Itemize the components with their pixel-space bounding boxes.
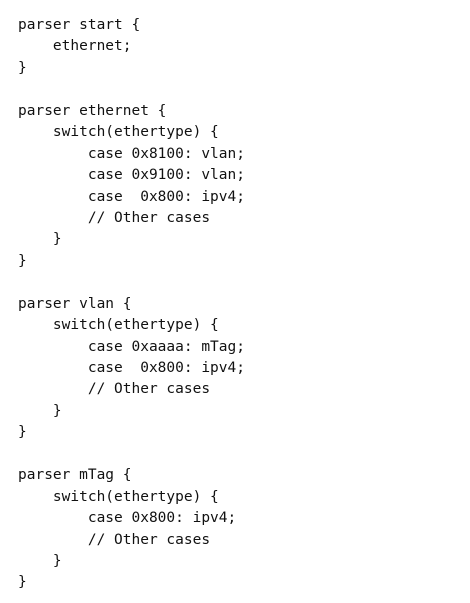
code-line: ethernet; (18, 38, 132, 55)
code-line: case 0x800: ipv4; (18, 360, 245, 376)
code-line: } (18, 252, 27, 269)
code-line: // Other cases (18, 209, 211, 226)
code-line: parser mTag { (18, 467, 132, 484)
code-line (18, 272, 245, 293)
code-line: } (18, 574, 27, 591)
code-line: } (18, 552, 62, 569)
code-line: switch(ethertype) { (18, 317, 219, 334)
code-listing: parser start { ethernet; } parser ethern… (18, 15, 245, 594)
code-line: } (18, 231, 62, 248)
code-line (18, 79, 245, 100)
code-line: case 0x800: ipv4; (18, 510, 237, 527)
code-line (18, 444, 245, 465)
code-line: parser ethernet { (18, 102, 167, 119)
code-line: case 0x8100: vlan; (18, 145, 245, 162)
code-line: } (18, 402, 62, 419)
code-line: parser start { (18, 17, 141, 33)
code-line: case 0x800: ipv4; (18, 188, 245, 205)
code-line: case 0x9100: vlan; (18, 167, 245, 184)
code-line: switch(ethertype) { (18, 124, 219, 141)
code-line: switch(ethertype) { (18, 488, 219, 505)
code-line: } (18, 424, 27, 441)
code-line: case 0xaaaa: mTag; (18, 338, 245, 355)
code-line: } (18, 59, 27, 76)
code-line: // Other cases (18, 531, 211, 548)
code-line: // Other cases (18, 381, 211, 398)
code-line: parser vlan { (18, 295, 132, 312)
